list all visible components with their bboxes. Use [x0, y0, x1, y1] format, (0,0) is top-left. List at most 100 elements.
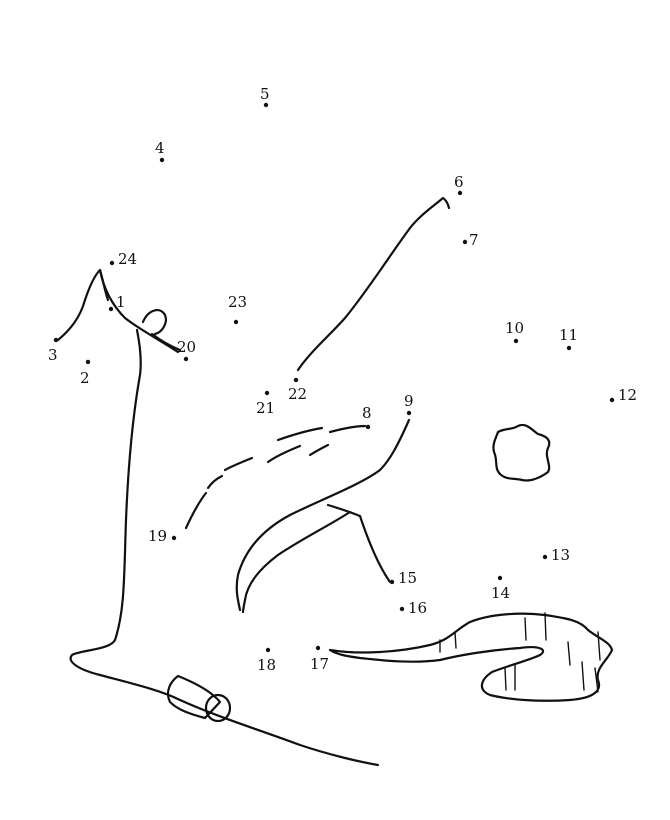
fishing-line	[69, 328, 380, 767]
dot-15: 15	[389, 569, 417, 587]
dot-10: 10	[505, 319, 524, 344]
water-ripple-8	[594, 667, 599, 693]
dot-marker	[263, 102, 269, 108]
dot-marker	[264, 390, 270, 396]
arm-dash-4	[223, 456, 254, 472]
bobber	[166, 674, 232, 723]
dot-24: 24	[109, 250, 137, 268]
arm-dash-7	[184, 491, 208, 530]
dot-17: 17	[310, 645, 329, 673]
dot-marker	[108, 306, 114, 312]
cap-hook	[141, 309, 167, 336]
dot-marker	[293, 377, 299, 383]
arm-shoulder	[150, 332, 182, 352]
dot-number-label: 3	[48, 346, 58, 364]
dot-number-label: 9	[404, 392, 414, 410]
arm-dash-5	[308, 443, 330, 457]
rock-shape	[492, 423, 551, 482]
dot-number-label: 22	[288, 385, 307, 403]
leg-inner	[241, 510, 352, 614]
bobber-cap	[204, 693, 232, 723]
dot-number-label: 19	[148, 527, 167, 545]
dot-13: 13	[542, 546, 570, 564]
dot-marker	[53, 337, 59, 343]
dot-marker	[542, 554, 548, 560]
water-ripple-1	[524, 617, 527, 641]
water-ripple-2	[544, 612, 547, 641]
dot-marker	[609, 397, 615, 403]
water-ripple-3	[567, 641, 571, 666]
leg-outer	[235, 418, 411, 612]
dot-number-label: 4	[155, 139, 165, 157]
water-ripple-10	[454, 631, 457, 649]
dot-number-label: 14	[491, 584, 510, 602]
dot-8: 8	[362, 404, 372, 430]
dot-11: 11	[559, 326, 578, 351]
arm-dash-3	[266, 444, 302, 464]
dot-5: 5	[260, 85, 270, 108]
water-ripple-4	[597, 631, 601, 661]
arm-dash-1	[276, 426, 324, 442]
dot-14: 14	[491, 575, 510, 602]
dot-2: 2	[80, 359, 91, 387]
dot-marker	[566, 345, 572, 351]
arm-dash-6	[206, 474, 224, 490]
dot-number-label: 17	[310, 655, 329, 673]
dot-number-label: 12	[618, 386, 637, 404]
dot-20: 20	[177, 338, 196, 362]
dot-7: 7	[462, 231, 479, 249]
dot-number-label: 18	[257, 656, 276, 674]
dot-number-label: 20	[177, 338, 196, 356]
dot-marker	[85, 359, 91, 365]
dot-marker	[315, 645, 321, 651]
dot-number-label: 1	[116, 293, 126, 311]
ear-outline	[56, 268, 110, 342]
dot-4: 4	[155, 139, 165, 163]
dot-19: 19	[148, 527, 177, 545]
line-art	[56, 196, 614, 767]
dot-marker	[497, 575, 503, 581]
dot-marker	[109, 260, 115, 266]
dot-23: 23	[228, 293, 247, 325]
dot-12: 12	[609, 386, 637, 404]
dot-marker	[389, 579, 395, 585]
dot-marker	[399, 606, 405, 612]
leg-back	[326, 503, 392, 584]
dot-6: 6	[454, 173, 464, 196]
dot-number-label: 8	[362, 404, 372, 422]
dot-marker	[462, 239, 468, 245]
dot-number-label: 15	[398, 569, 417, 587]
dot-number-label: 5	[260, 85, 270, 103]
dot-marker	[159, 157, 165, 163]
bobber-body	[166, 674, 222, 720]
dot-number-label: 2	[80, 369, 90, 387]
dot-marker	[171, 535, 177, 541]
dot-marker	[265, 647, 271, 653]
dot-marker	[457, 190, 463, 196]
dot-number-label: 11	[559, 326, 578, 344]
dot-22: 22	[288, 377, 307, 403]
dot-marker	[513, 338, 519, 344]
water-ripple-7	[581, 661, 585, 691]
dot-marker	[183, 356, 189, 362]
dot-21: 21	[256, 390, 275, 417]
dot-number-label: 6	[454, 173, 464, 191]
back-line	[296, 196, 451, 372]
dot-number-label: 24	[118, 250, 137, 268]
dot-number-label: 16	[408, 599, 427, 617]
dot-number-label: 7	[469, 231, 479, 249]
dot-16: 16	[399, 599, 427, 617]
dot-number-label: 13	[551, 546, 570, 564]
dot-18: 18	[257, 647, 276, 674]
dot-marker	[233, 319, 239, 325]
dot-number-label: 23	[228, 293, 247, 311]
dot-9: 9	[404, 392, 414, 416]
dot-1: 1	[108, 293, 126, 312]
dot-number-label: 21	[256, 399, 275, 417]
dot-number-label: 10	[505, 319, 524, 337]
dot-3: 3	[48, 337, 59, 364]
water-puddle	[328, 612, 614, 702]
